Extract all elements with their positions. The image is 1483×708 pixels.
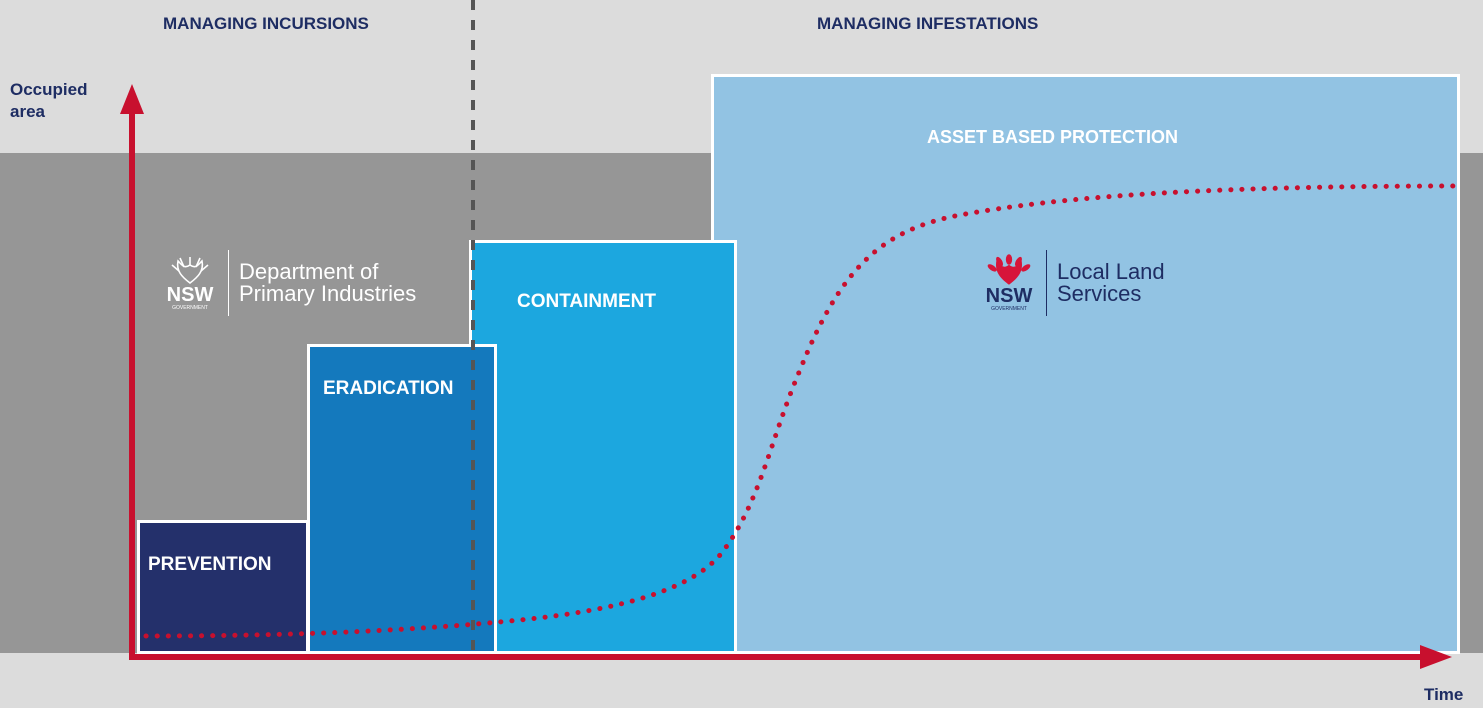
stage-label-containment: CONTAINMENT [517, 291, 656, 312]
dpi-logo-text: Department of Primary Industries [239, 261, 416, 305]
dpi-logo-line2: Primary Industries [239, 281, 417, 306]
lls-logo: NSW GOVERNMENT Local Land Services [978, 250, 1165, 316]
header-managing-incursions: MANAGING INCURSIONS [163, 14, 369, 33]
lls-nsw-abbr: NSW [985, 285, 1033, 307]
x-axis-arrowhead [1420, 645, 1452, 669]
lls-logo-text: Local Land Services [1057, 261, 1165, 305]
x-axis-label: Time [1424, 685, 1464, 704]
dpi-government-text: GOVERNMENT [172, 305, 208, 311]
stage-label-eradication: ERADICATION [323, 378, 454, 399]
lls-logo-line1: Local Land [1057, 259, 1165, 284]
header-managing-infestations: MANAGING INFESTATIONS [817, 14, 1039, 33]
lls-government-text: GOVERNMENT [991, 306, 1027, 312]
stage-containment [469, 240, 737, 654]
dpi-logo: NSW GOVERNMENT Department of Primary Ind… [160, 250, 416, 316]
dpi-nsw-emblem: NSW GOVERNMENT [160, 255, 220, 311]
y-axis-arrowhead [120, 84, 144, 114]
y-axis-label-line1: Occupied [10, 80, 88, 99]
y-axis-label-line2: area [10, 102, 45, 121]
waratah-icon [987, 254, 1031, 285]
stage-asset-based-protection [711, 74, 1460, 654]
stage-eradication [307, 344, 497, 654]
lls-nsw-emblem: NSW GOVERNMENT [978, 254, 1040, 312]
lls-logo-line2: Services [1057, 281, 1142, 306]
waratah-icon [171, 257, 209, 285]
stage-prevention [137, 520, 309, 654]
dpi-logo-line1: Department of [239, 259, 379, 284]
stage-label-prevention: PREVENTION [148, 554, 272, 575]
y-axis-label: Occupied area [10, 79, 87, 123]
invasion-curve [143, 183, 1463, 639]
dpi-logo-divider [228, 250, 229, 316]
stage-label-asset-based-protection: ASSET BASED PROTECTION [927, 127, 1179, 147]
dpi-nsw-abbr: NSW [166, 284, 214, 306]
lls-logo-divider [1046, 250, 1047, 316]
